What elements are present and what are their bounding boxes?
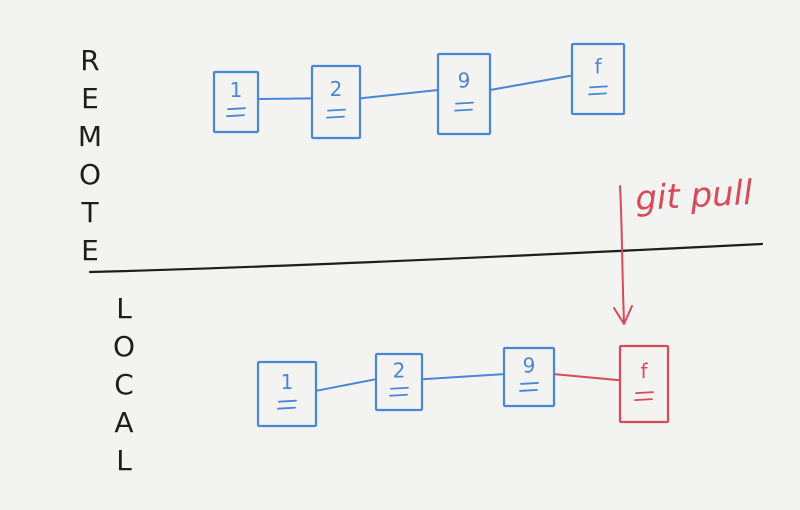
git-pull-annotation: git pull bbox=[613, 173, 754, 325]
remote-label-letter: M bbox=[78, 120, 102, 153]
remote-commit: 2 bbox=[310, 64, 362, 140]
remote-connector bbox=[359, 89, 439, 100]
remote-commit-box bbox=[310, 64, 362, 140]
local-commit-box bbox=[256, 360, 318, 428]
local-commit-chain: 1 2 9 f bbox=[256, 344, 670, 428]
local-commit-label: 2 bbox=[393, 359, 406, 383]
remote-label-letter: T bbox=[80, 196, 99, 229]
remote-commit-content-marks bbox=[454, 101, 474, 112]
remote-label-letter: O bbox=[79, 158, 101, 191]
local-commit-box bbox=[618, 344, 670, 424]
local-label-letter: A bbox=[114, 406, 133, 439]
local-label-letter: L bbox=[116, 292, 132, 325]
remote-commit-label: 1 bbox=[230, 78, 243, 102]
local-commit-label: 1 bbox=[281, 370, 294, 394]
remote-commit-content-marks bbox=[588, 85, 608, 96]
remote-commit-content-marks bbox=[326, 108, 346, 119]
local-label-letter: L bbox=[116, 444, 132, 477]
remote-label-letter: R bbox=[80, 44, 99, 77]
pull-arrow-shaft bbox=[619, 185, 625, 323]
remote-label-letter: E bbox=[81, 82, 99, 115]
local-connector bbox=[315, 378, 377, 392]
remote-commit-label: 2 bbox=[330, 77, 343, 101]
divider-line bbox=[88, 242, 764, 274]
local-commit: f bbox=[618, 344, 670, 424]
local-commit: 9 bbox=[502, 346, 556, 408]
local-commit: 1 bbox=[256, 360, 318, 428]
local-connector bbox=[421, 373, 505, 381]
local-label-letter: O bbox=[113, 330, 135, 363]
remote-commit: 9 bbox=[436, 52, 492, 136]
remote-commit-label: f bbox=[594, 54, 602, 78]
local-commit-box bbox=[374, 352, 424, 412]
pull-arrow-head bbox=[613, 305, 633, 325]
remote-commit-box bbox=[436, 52, 492, 136]
remote-commit-label: 9 bbox=[458, 69, 471, 93]
remote-label-letter: E bbox=[81, 234, 99, 267]
local-commit-label: f bbox=[640, 359, 648, 383]
local-commit-content-marks bbox=[277, 399, 297, 410]
remote-commit-box bbox=[212, 70, 260, 134]
local-connector bbox=[553, 373, 621, 382]
git-pull-label: git pull bbox=[634, 173, 754, 219]
remote-commit-content-marks bbox=[226, 107, 246, 118]
local-label-letter: C bbox=[114, 368, 134, 401]
remote-commit: 1 bbox=[212, 70, 260, 134]
remote-connector bbox=[257, 97, 313, 100]
local-commit-content-marks bbox=[519, 382, 539, 392]
local-commit-label: 9 bbox=[523, 353, 536, 377]
remote-commit-chain: 1 2 9 f bbox=[212, 42, 626, 140]
local-commit-content-marks bbox=[634, 391, 654, 402]
local-commit: 2 bbox=[374, 352, 424, 412]
local-commit-content-marks bbox=[389, 386, 409, 397]
local-commit-box bbox=[502, 346, 556, 408]
remote-connector bbox=[489, 74, 573, 91]
remote-commit: f bbox=[570, 42, 626, 116]
remote-commit-box bbox=[570, 42, 626, 116]
